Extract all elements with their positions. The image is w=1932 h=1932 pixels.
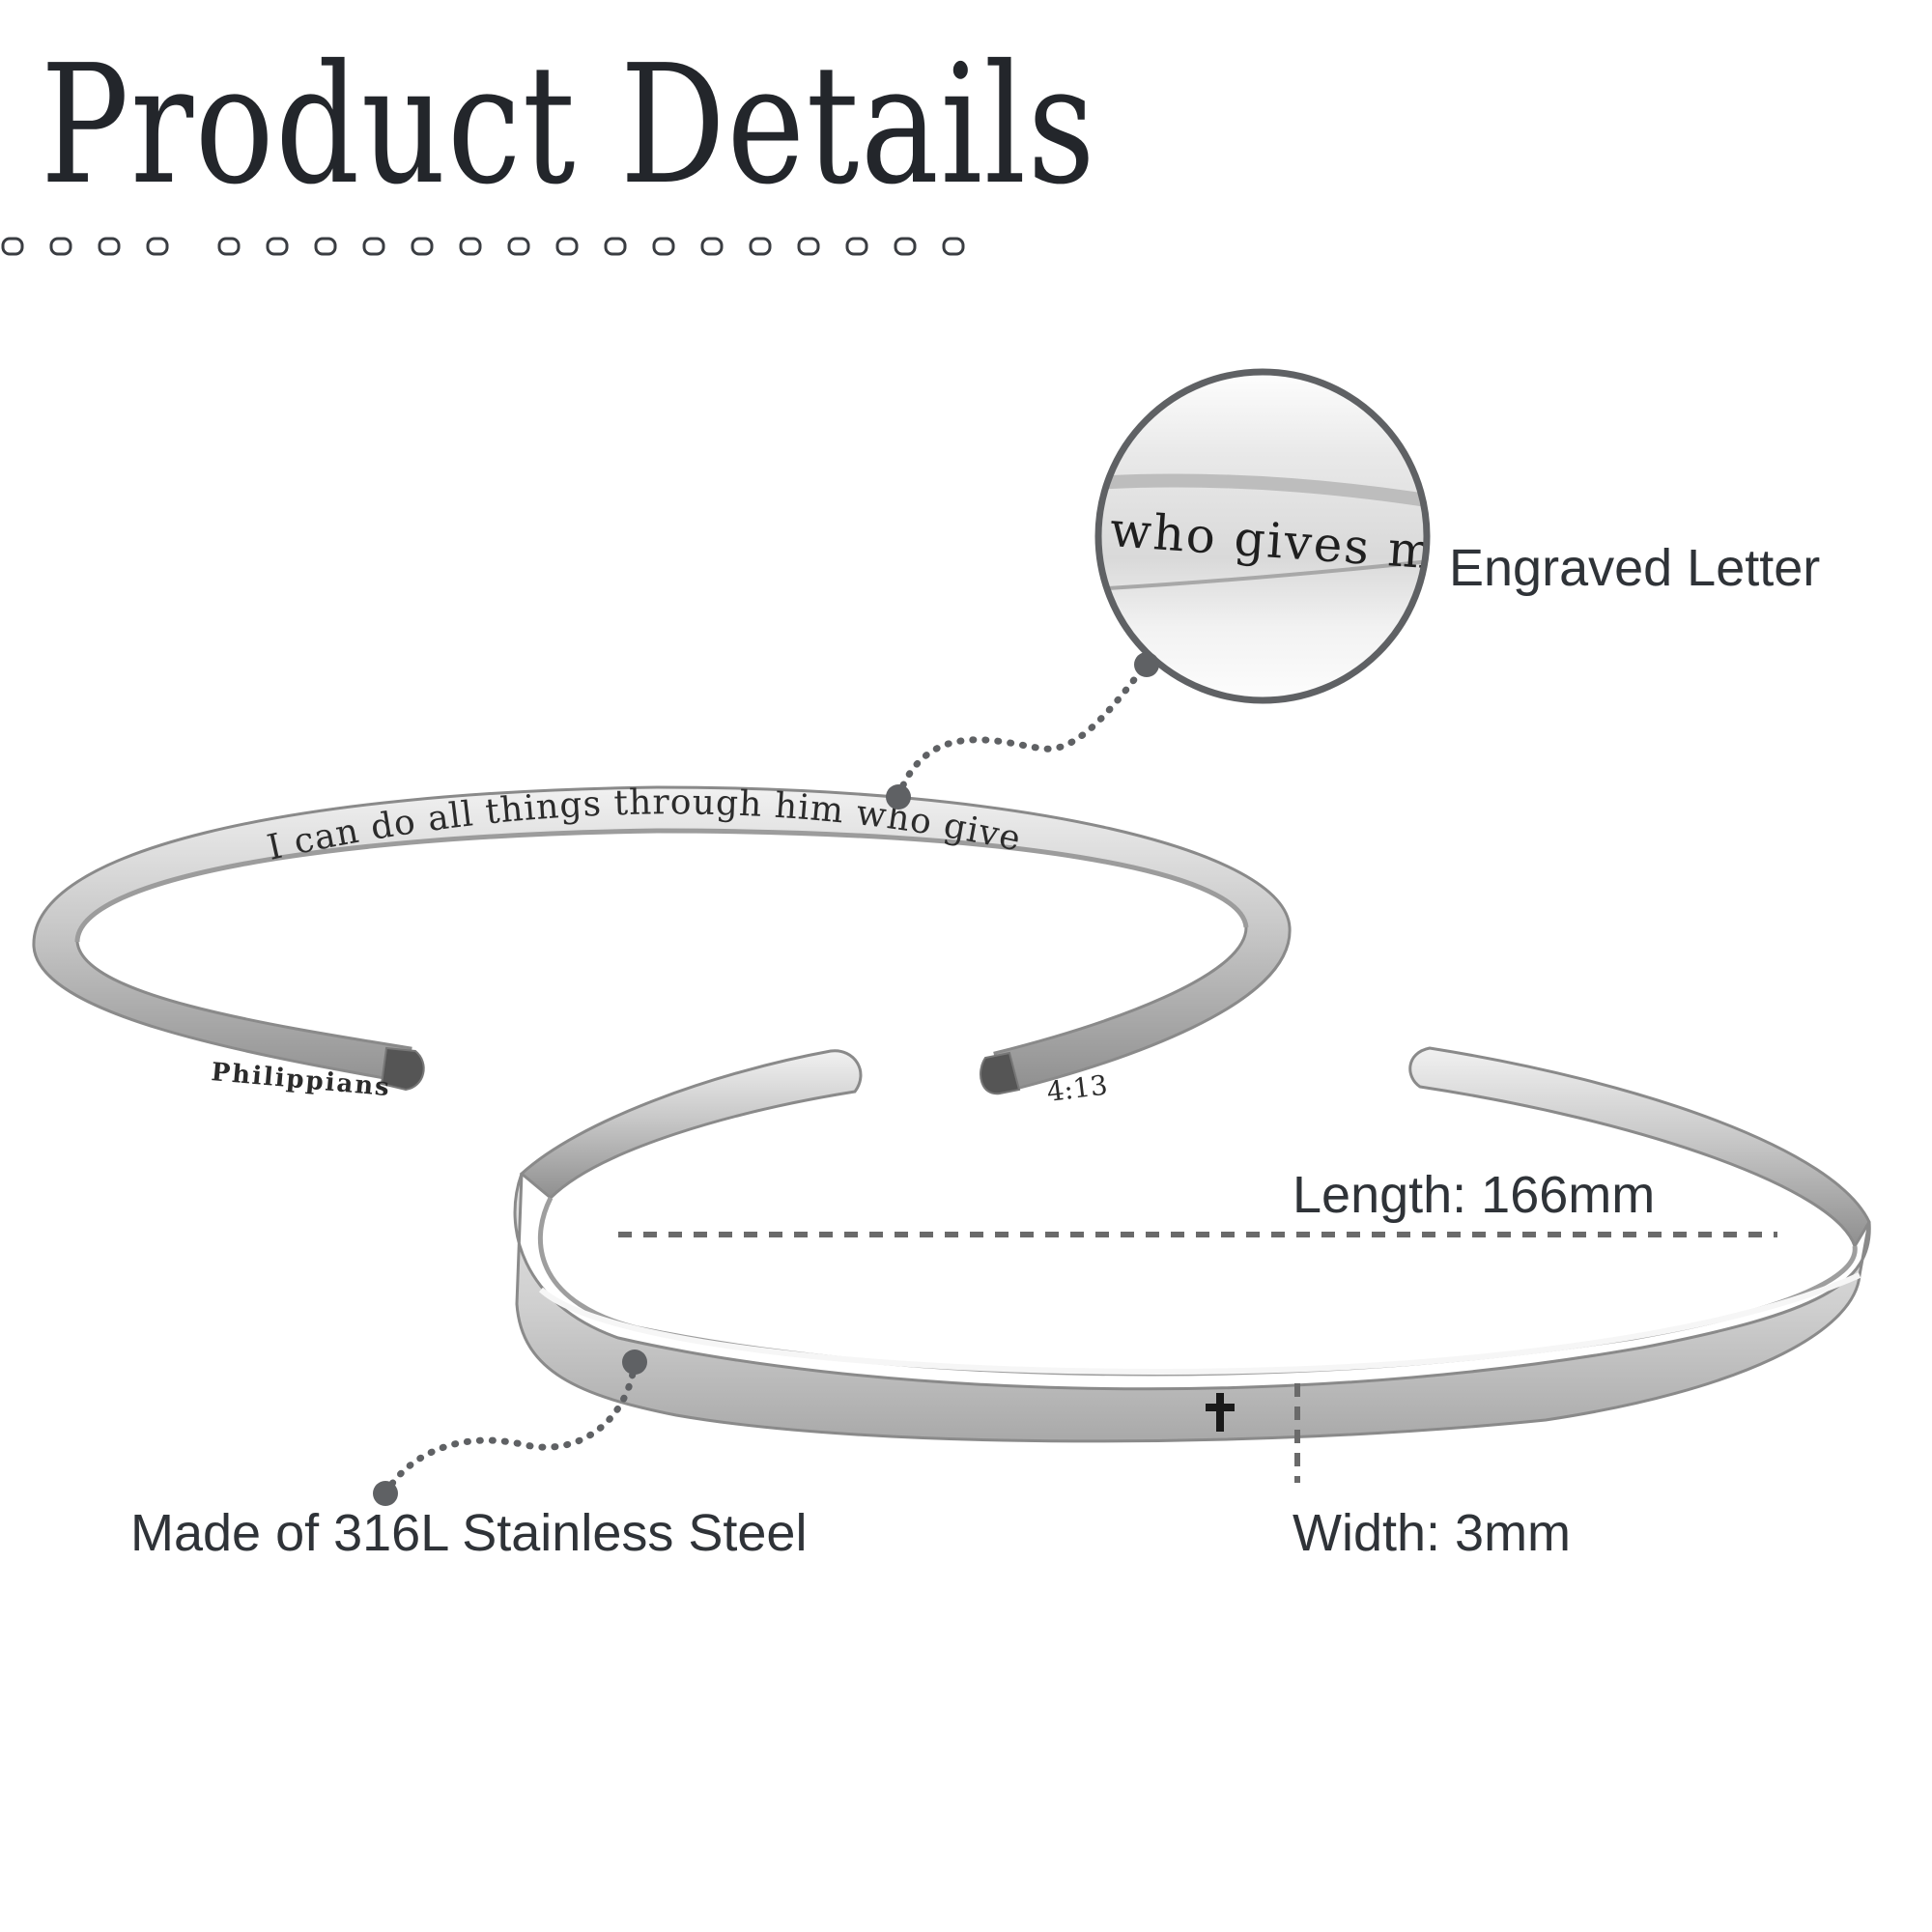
zoom-callout: who gives me [1094,368,1431,704]
material-label: Made of 316L Stainless Steel [130,1504,808,1562]
dimension-bracelet [513,1046,1871,1443]
engraving-connector [886,652,1159,810]
svg-text:I can do all things through hi: I can do all things through him who give… [0,0,1025,868]
length-label: Length: 166mm [1293,1166,1656,1224]
engraved-letter-label: Engraved Letter [1449,539,1821,597]
cross-icon [1206,1393,1235,1432]
material-connector [373,1350,647,1506]
width-label: Width: 3mm [1293,1504,1572,1562]
dotted-divider [1,237,965,256]
right-end-text: 4:13 [1045,1069,1109,1108]
page-title: Product Details [41,30,1097,221]
inscription-text: I can do all things through him who give… [0,0,1024,868]
